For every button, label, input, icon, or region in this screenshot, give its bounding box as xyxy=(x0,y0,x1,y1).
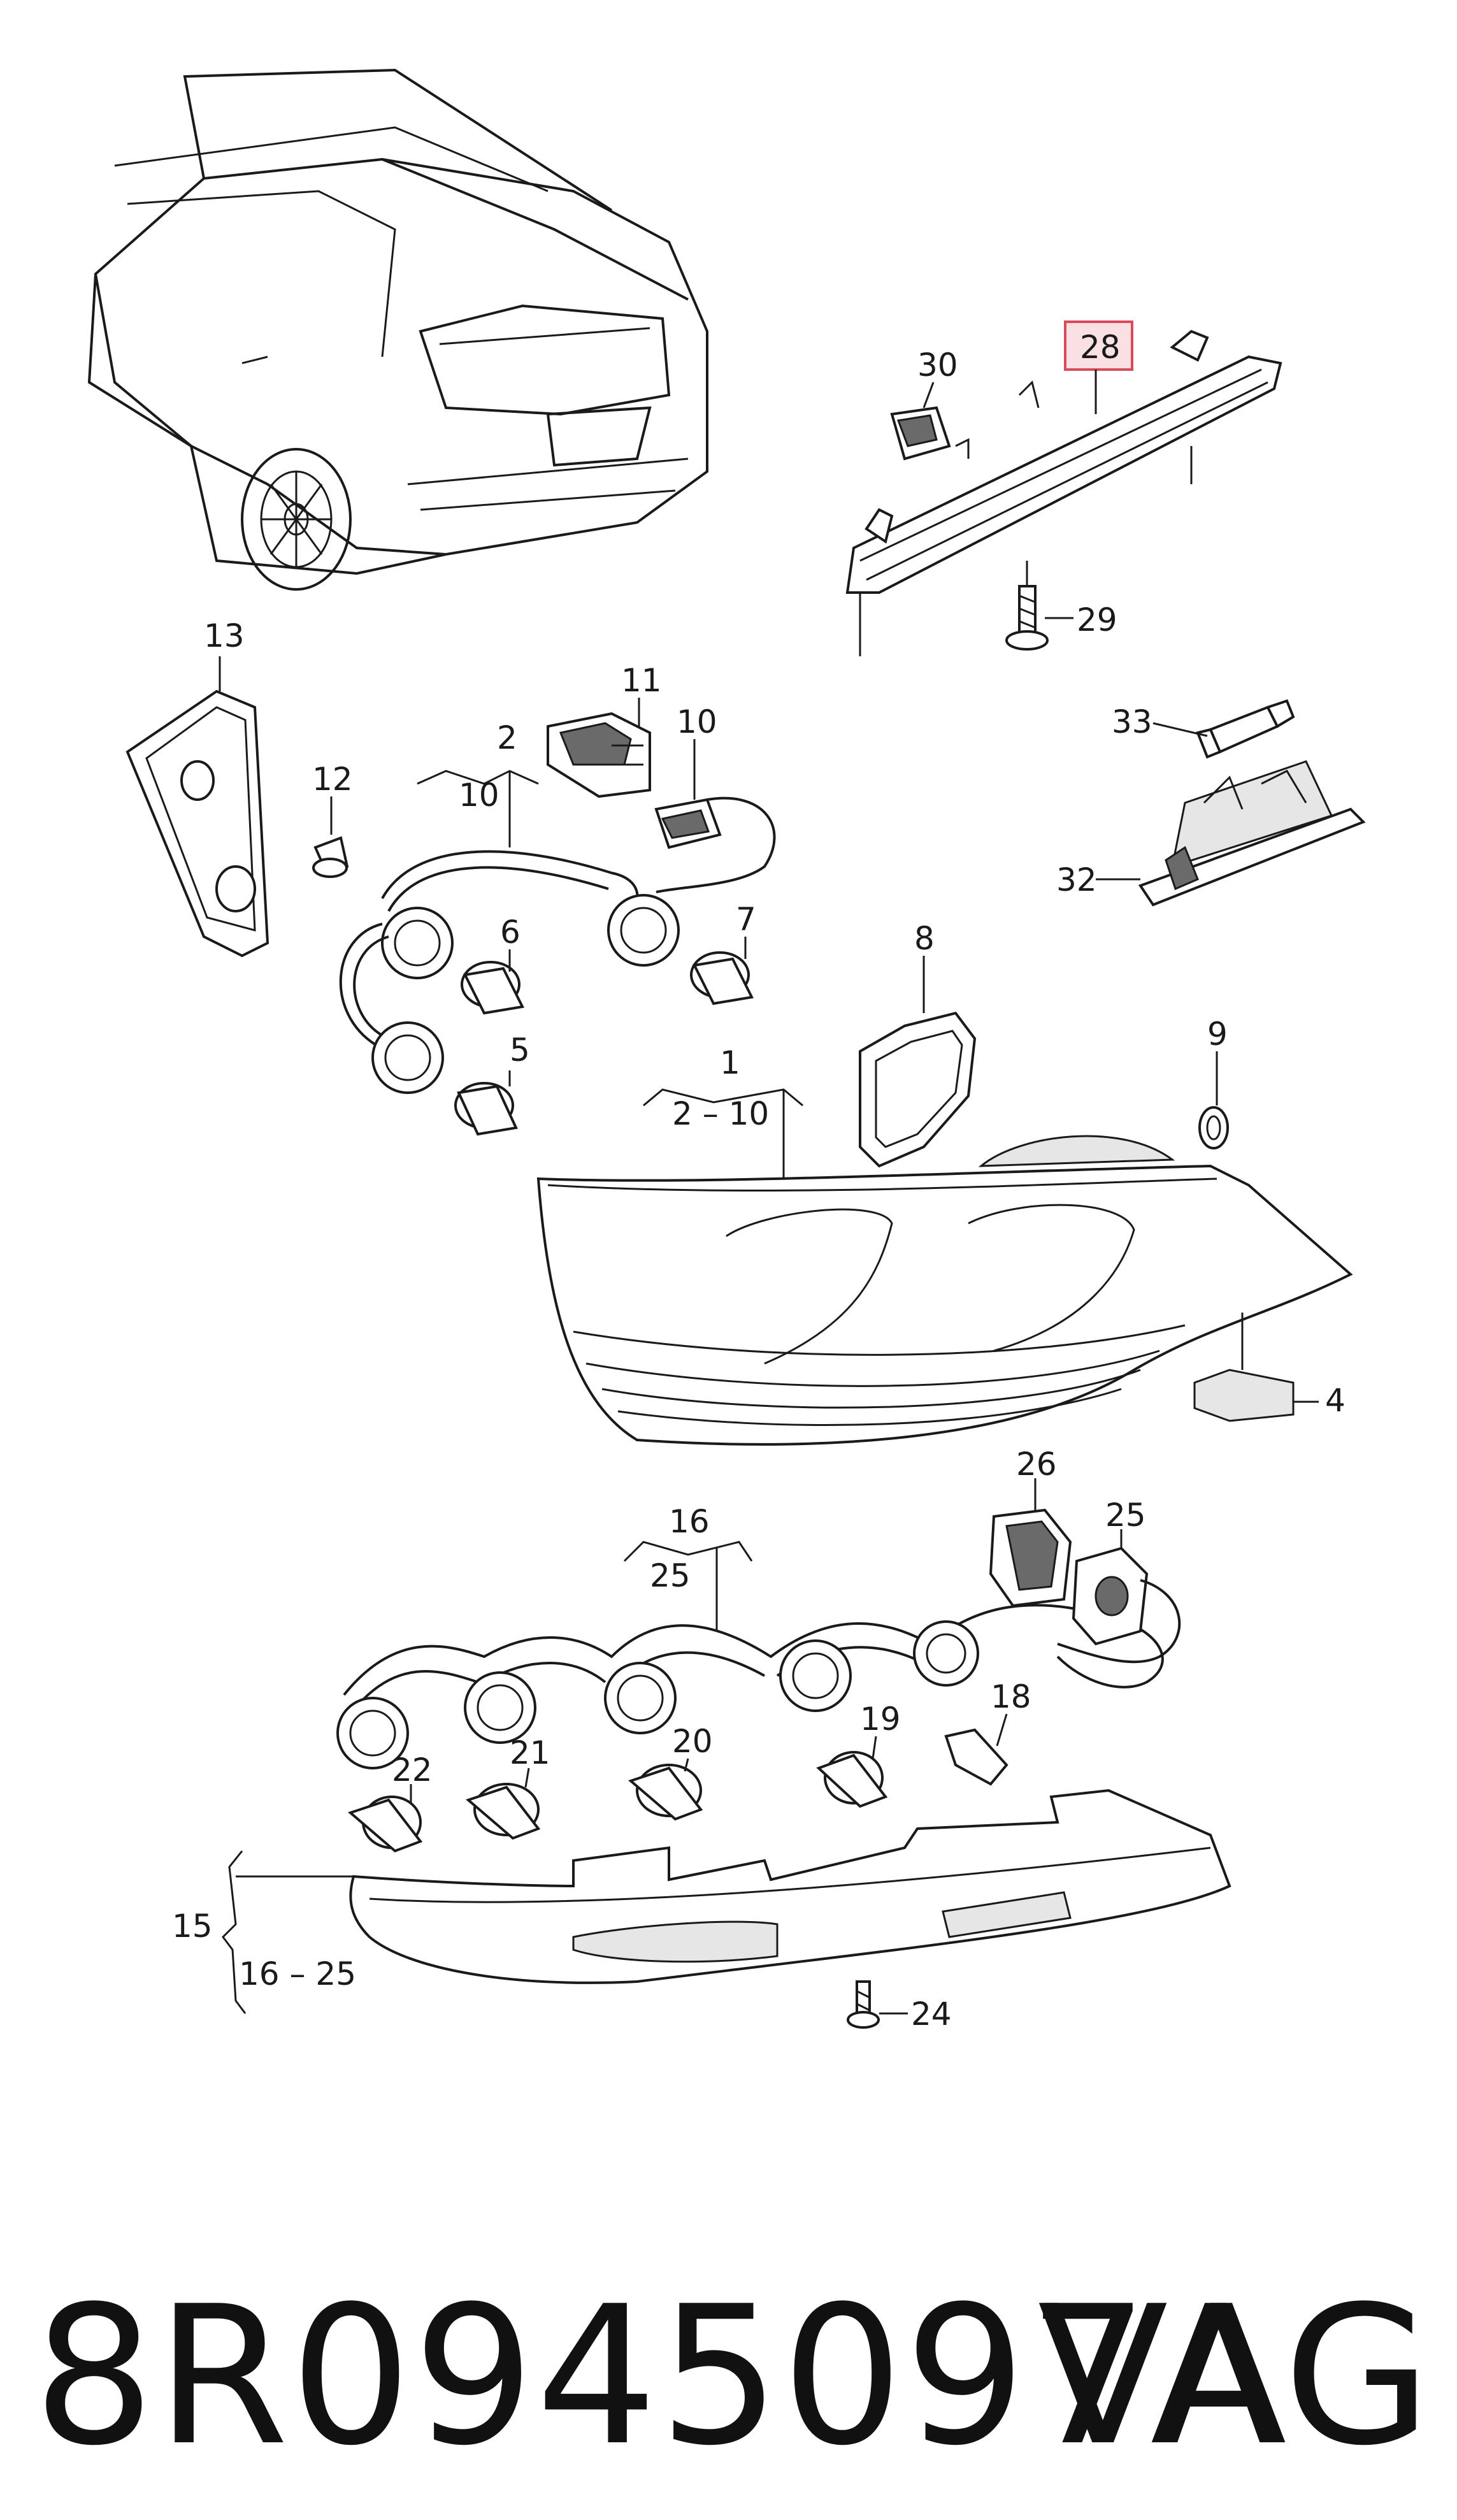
label-19: 19 xyxy=(860,1701,901,1738)
bulb-holder-harness-2 xyxy=(339,770,680,1094)
label-22: 22 xyxy=(392,1752,433,1789)
label-1-range: 2 – 10 xyxy=(672,1095,769,1132)
bulb-20 xyxy=(628,1758,703,1821)
gasket-8 xyxy=(859,956,977,1168)
vehicle-illustration xyxy=(87,68,708,591)
bulb-18 xyxy=(944,1713,1008,1786)
licence-plate-light-32 xyxy=(1096,760,1366,907)
part-number: 8R0945097A xyxy=(33,2265,1282,2488)
connector-26 xyxy=(989,1478,1072,1608)
bulb-21 xyxy=(466,1768,541,1840)
pad-4 xyxy=(1193,1313,1319,1422)
label-15: 15 xyxy=(172,1908,213,1945)
label-2: 2 xyxy=(497,719,517,756)
bulb-33 xyxy=(1152,699,1295,759)
tail-light-1 xyxy=(536,1088,1353,1446)
label-30: 30 xyxy=(917,347,958,384)
label-2-range: 10 xyxy=(459,777,499,814)
bulb-holder-harness-16 xyxy=(336,1541,1164,1769)
connector-25 xyxy=(1057,1529,1181,1664)
bulb-5 xyxy=(454,1070,518,1136)
label-20: 20 xyxy=(672,1723,713,1760)
screw-29 xyxy=(1005,561,1073,651)
callout-labels: 13 12 11 10 2 10 6 7 5 8 9 1 2 – 10 4 28… xyxy=(172,329,1346,2033)
brand-name: VAG xyxy=(1037,2265,1432,2488)
label-13: 13 xyxy=(204,617,245,654)
clip-12 xyxy=(312,796,349,878)
bulb-22 xyxy=(348,1784,423,1853)
bulb-19 xyxy=(816,1736,888,1808)
label-26: 26 xyxy=(1016,1446,1057,1483)
label-24: 24 xyxy=(911,1996,952,2033)
bulb-6 xyxy=(461,949,524,1015)
label-16: 16 xyxy=(669,1503,710,1540)
label-15-range: 16 – 25 xyxy=(239,1955,356,1992)
label-32: 32 xyxy=(1056,861,1097,898)
highlight-box-28 xyxy=(1064,320,1133,371)
label-16-range: 25 xyxy=(650,1557,691,1594)
label-1: 1 xyxy=(720,1044,740,1081)
label-33: 33 xyxy=(1112,703,1152,740)
label-28: 28 xyxy=(1080,329,1121,366)
seal-ring-9 xyxy=(1198,1051,1229,1149)
label-11: 11 xyxy=(621,662,662,699)
connector-30 xyxy=(890,382,951,461)
label-5: 5 xyxy=(510,1032,530,1069)
label-9: 9 xyxy=(1207,1016,1228,1053)
label-10: 10 xyxy=(677,703,717,740)
label-25: 25 xyxy=(1105,1497,1146,1534)
label-18: 18 xyxy=(991,1678,1031,1715)
label-4: 4 xyxy=(1325,1382,1346,1419)
label-21: 21 xyxy=(510,1734,550,1771)
footer: 8R0945097A VAG xyxy=(0,2268,1457,2485)
screw-24 xyxy=(847,1980,908,2029)
rear-light-15 xyxy=(222,1789,1231,2014)
high-level-brake-light xyxy=(845,329,1282,656)
label-6: 6 xyxy=(500,914,520,951)
connector-11 xyxy=(547,698,651,798)
label-12: 12 xyxy=(312,761,353,798)
bulb-7 xyxy=(690,937,754,1005)
label-8: 8 xyxy=(914,920,935,957)
connector-10 xyxy=(654,739,776,893)
cover-13 xyxy=(126,656,269,958)
label-29: 29 xyxy=(1077,601,1117,638)
label-7: 7 xyxy=(736,901,756,938)
